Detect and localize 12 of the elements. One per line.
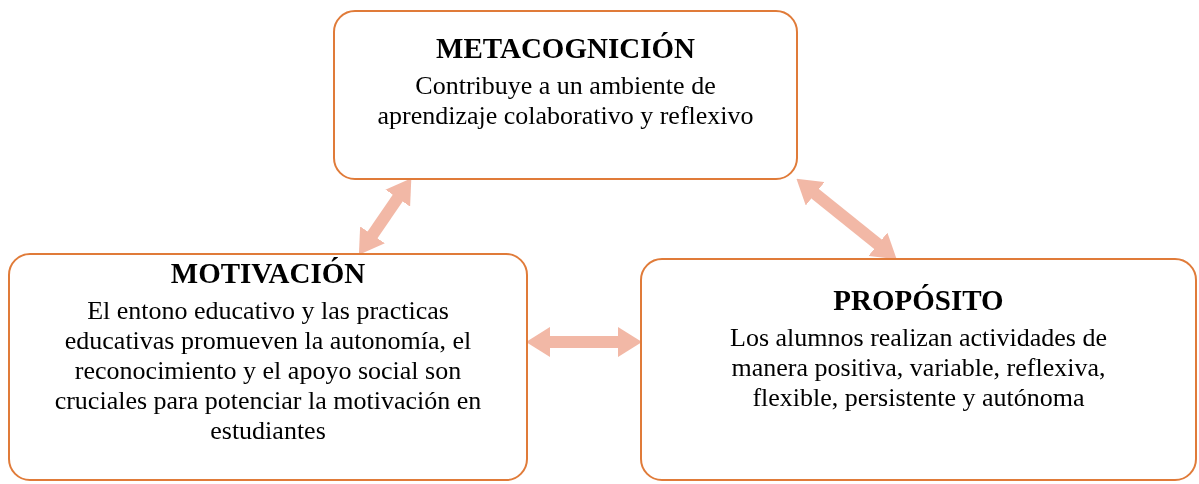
double-arrow	[358, 178, 412, 255]
box-description: El entono educativo y las practicas educativas promueven la autonomía, el reconocimiento y el apoyo social son cruciales para potenciar la motivación en estudiantes	[53, 296, 483, 446]
concept-box	[640, 258, 1197, 481]
double-arrow	[526, 326, 642, 358]
concept-box	[333, 10, 798, 180]
box-heading: METACOGNICIÓN	[436, 32, 695, 66]
double-arrow	[796, 178, 897, 260]
box-description: Los alumnos realizan actividades de manera positiva, variable, reflexiva, flexible, persistente y autónoma	[729, 323, 1108, 413]
box-description: Contribuye a un ambiente de aprendizaje colaborativo y reflexivo	[376, 71, 755, 132]
box-heading: MOTIVACIÓN	[170, 257, 366, 291]
concept-box	[8, 253, 528, 481]
box-heading: PROPÓSITO	[833, 284, 1004, 318]
